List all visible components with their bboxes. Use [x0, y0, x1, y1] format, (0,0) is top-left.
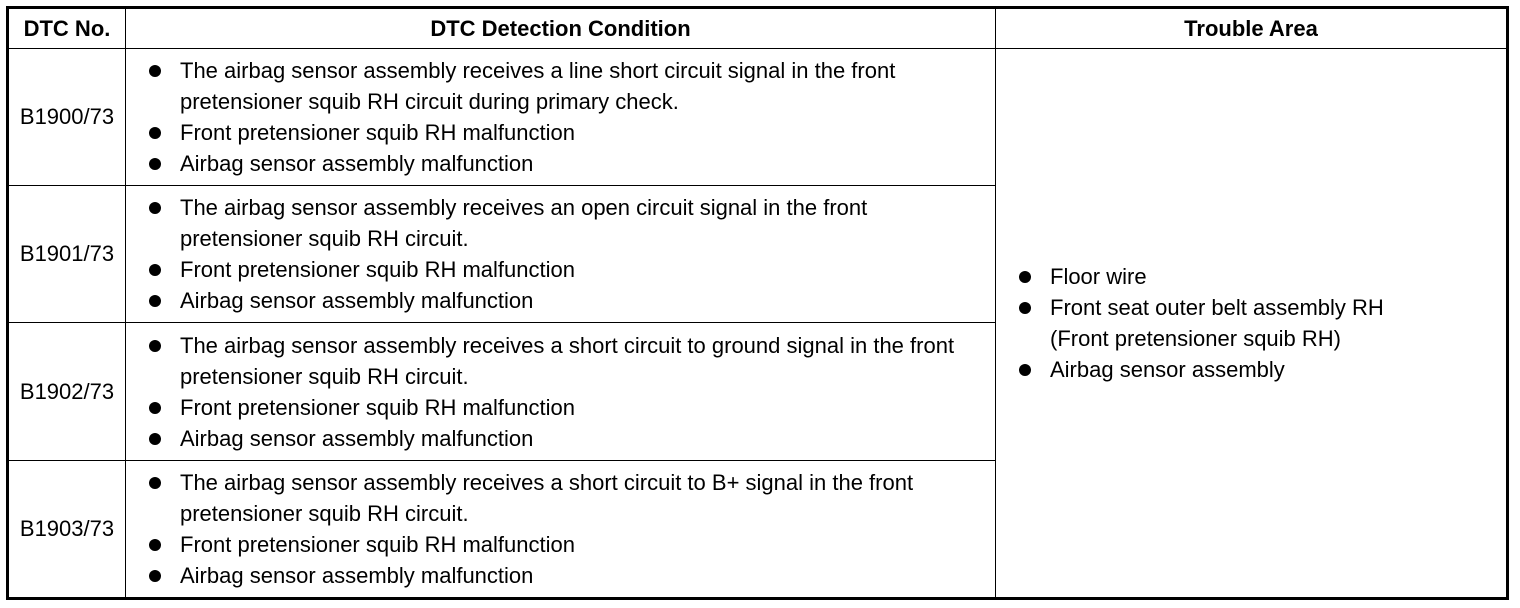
condition-item: The airbag sensor assembly receives a sh…	[146, 467, 995, 529]
trouble-area-item: Floor wire	[1016, 261, 1506, 292]
condition-item: Front pretensioner squib RH malfunction	[146, 392, 995, 423]
trouble-area-item: Front seat outer belt assembly RH (Front…	[1016, 292, 1440, 354]
table-row: B1902/73 The airbag sensor assembly rece…	[7, 322, 1508, 461]
header-detection-condition: DTC Detection Condition	[125, 7, 996, 49]
trouble-area-item: Airbag sensor assembly	[1016, 354, 1506, 385]
header-trouble-area: Trouble Area	[995, 7, 1508, 49]
dtc-code: B1900/73	[7, 47, 126, 187]
dtc-code: B1903/73	[7, 459, 126, 600]
dtc-code: B1902/73	[7, 322, 126, 461]
dtc-table: DTC No. DTC Detection Condition Trouble …	[6, 6, 1509, 600]
dtc-code: B1901/73	[7, 185, 126, 324]
detection-condition-cell: The airbag sensor assembly receives a li…	[125, 47, 996, 187]
condition-item: Airbag sensor assembly malfunction	[146, 560, 995, 591]
condition-item: Airbag sensor assembly malfunction	[146, 285, 995, 316]
condition-item: The airbag sensor assembly receives an o…	[146, 192, 995, 254]
condition-item: Front pretensioner squib RH malfunction	[146, 117, 995, 148]
condition-item: Airbag sensor assembly malfunction	[146, 148, 995, 179]
condition-item: Front pretensioner squib RH malfunction	[146, 254, 995, 285]
condition-item: The airbag sensor assembly receives a sh…	[146, 330, 995, 392]
table-row: B1903/73 The airbag sensor assembly rece…	[7, 459, 1508, 600]
detection-condition-cell: The airbag sensor assembly receives a sh…	[125, 322, 996, 461]
condition-list: The airbag sensor assembly receives a li…	[146, 55, 995, 179]
header-dtc-no: DTC No.	[7, 7, 126, 49]
condition-list: The airbag sensor assembly receives a sh…	[146, 330, 995, 454]
table-row: B1901/73 The airbag sensor assembly rece…	[7, 185, 1508, 324]
trouble-area-list: Floor wire Front seat outer belt assembl…	[1016, 261, 1506, 385]
condition-item: The airbag sensor assembly receives a li…	[146, 55, 995, 117]
detection-condition-cell: The airbag sensor assembly receives an o…	[125, 185, 996, 324]
condition-list: The airbag sensor assembly receives a sh…	[146, 467, 995, 591]
trouble-area-cell: Floor wire Front seat outer belt assembl…	[995, 48, 1508, 599]
condition-list: The airbag sensor assembly receives an o…	[146, 192, 995, 316]
table-row: B1900/73 The airbag sensor assembly rece…	[7, 47, 1508, 599]
header-row: DTC No. DTC Detection Condition Trouble …	[7, 7, 1508, 49]
condition-item: Airbag sensor assembly malfunction	[146, 423, 995, 454]
condition-item: Front pretensioner squib RH malfunction	[146, 529, 995, 560]
detection-condition-cell: The airbag sensor assembly receives a sh…	[125, 459, 996, 600]
